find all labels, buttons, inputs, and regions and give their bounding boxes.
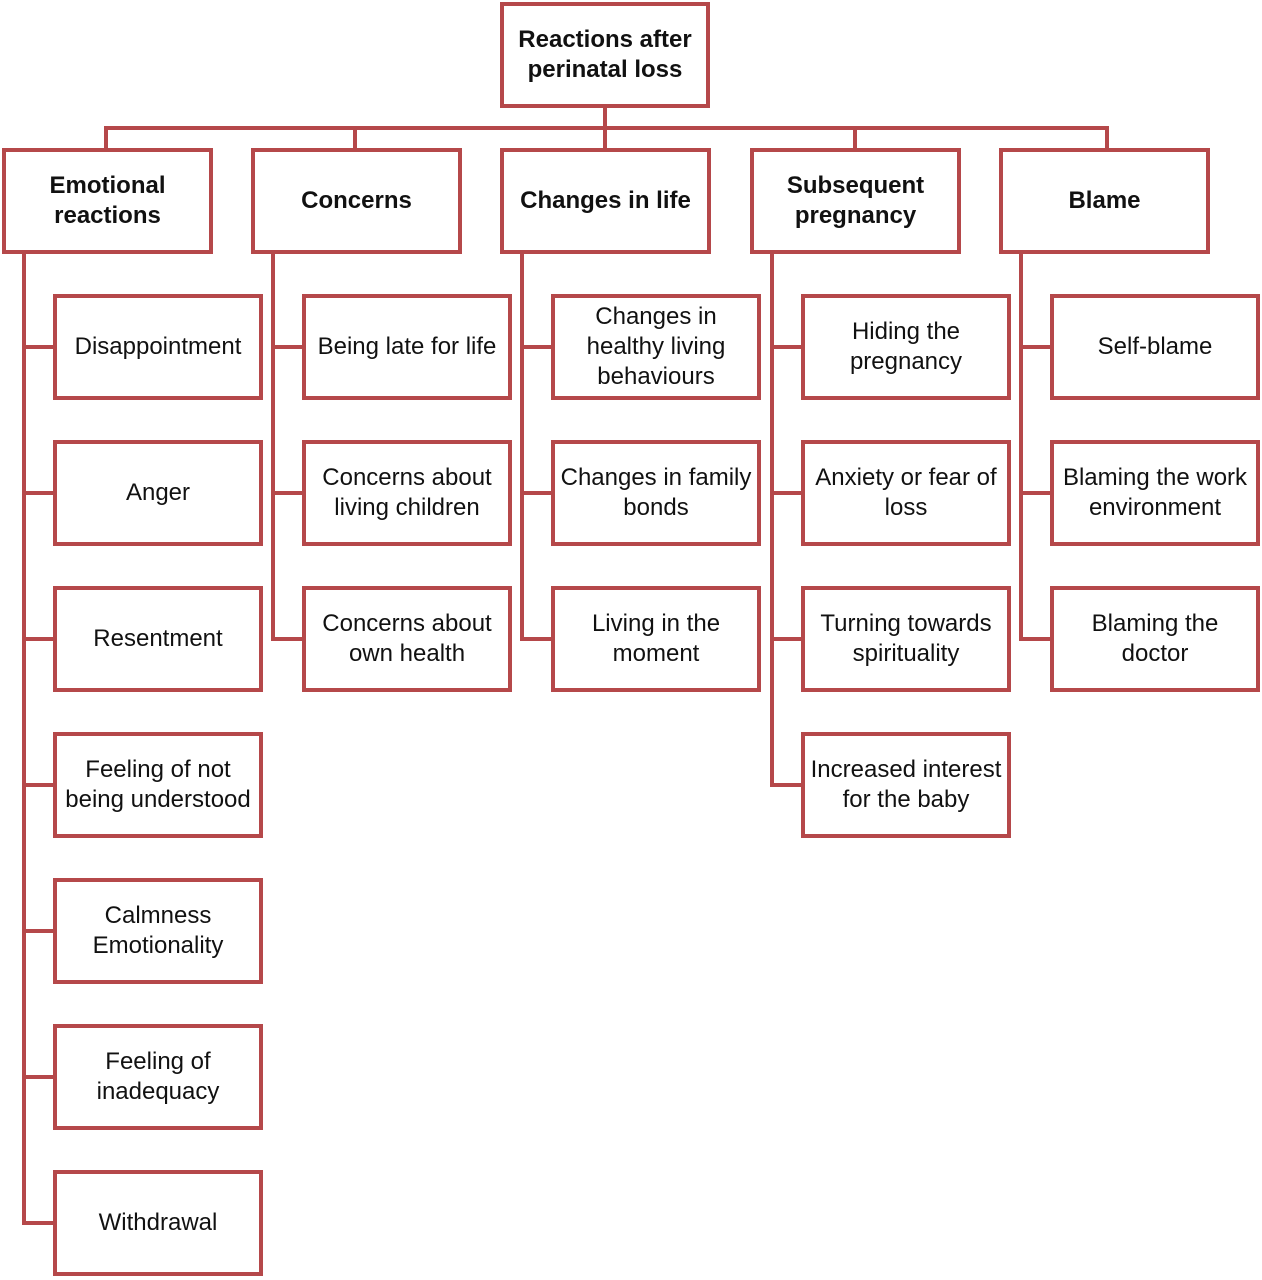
leaf-label: Being late for life	[317, 333, 497, 360]
leaf-label: Hiding the pregnancy	[849, 318, 963, 375]
leaf-resentment: Resentment	[53, 586, 263, 692]
category-label: Changes in life	[520, 187, 691, 214]
leaf-concerns-own-health: Concerns about own health	[302, 586, 512, 692]
leaf-interest-for-the-baby: Increased interest for the baby	[801, 732, 1011, 838]
leaf-hiding-the-pregnancy: Hiding the pregnancy	[801, 294, 1011, 400]
category-blame: Blame	[999, 148, 1210, 254]
leaf-self-blame: Self-blame	[1050, 294, 1260, 400]
leaf-calmness-emotionality: Calmness Emotionality	[53, 878, 263, 984]
category-label: Emotional reactions	[49, 172, 166, 229]
leaf-label: Anxiety or fear of loss	[815, 464, 997, 521]
root-node: Reactions after perinatal loss	[500, 2, 710, 108]
leaf-anxiety-fear-of-loss: Anxiety or fear of loss	[801, 440, 1011, 546]
leaf-feeling-not-understood: Feeling of not being understood	[53, 732, 263, 838]
leaf-label: Changes in family bonds	[560, 464, 752, 521]
leaf-label: Disappointment	[74, 333, 242, 360]
category-label: Blame	[1068, 187, 1141, 214]
leaf-label: Feeling of inadequacy	[96, 1048, 220, 1105]
leaf-label: Feeling of not being understood	[65, 756, 251, 813]
leaf-label: Blaming the work environment	[1062, 464, 1248, 521]
leaf-label: Living in the moment	[591, 610, 721, 667]
leaf-label: Calmness Emotionality	[92, 902, 224, 959]
category-subsequent-pregnancy: Subsequent pregnancy	[750, 148, 961, 254]
leaf-label: Changes in healthy living behaviours	[586, 303, 726, 390]
category-concerns: Concerns	[251, 148, 462, 254]
leaf-label: Withdrawal	[98, 1209, 218, 1236]
leaf-anger: Anger	[53, 440, 263, 546]
leaf-family-bonds: Changes in family bonds	[551, 440, 761, 546]
root-label: Reactions after perinatal loss	[518, 26, 692, 83]
leaf-label: Anger	[125, 479, 191, 506]
leaf-label: Resentment	[93, 625, 223, 652]
leaf-blaming-the-doctor: Blaming the doctor	[1050, 586, 1260, 692]
category-label: Concerns	[301, 187, 412, 214]
leaf-label: Increased interest for the baby	[810, 756, 1002, 813]
leaf-healthy-living-behaviours: Changes in healthy living behaviours	[551, 294, 761, 400]
category-label: Subsequent pregnancy	[786, 172, 925, 229]
leaf-label: Concerns about own health	[322, 610, 492, 667]
category-emotional-reactions: Emotional reactions	[2, 148, 213, 254]
leaf-label: Concerns about living children	[322, 464, 492, 521]
leaf-living-in-the-moment: Living in the moment	[551, 586, 761, 692]
leaf-turning-towards-spirituality: Turning towards spirituality	[801, 586, 1011, 692]
leaf-blaming-work-environment: Blaming the work environment	[1050, 440, 1260, 546]
leaf-being-late-for-life: Being late for life	[302, 294, 512, 400]
leaf-label: Self-blame	[1097, 333, 1213, 360]
leaf-concerns-living-children: Concerns about living children	[302, 440, 512, 546]
leaf-label: Turning towards spirituality	[820, 610, 992, 667]
category-changes-in-life: Changes in life	[500, 148, 711, 254]
leaf-feeling-of-inadequacy: Feeling of inadequacy	[53, 1024, 263, 1130]
leaf-label: Blaming the doctor	[1091, 610, 1219, 667]
leaf-disappointment: Disappointment	[53, 294, 263, 400]
leaf-withdrawal: Withdrawal	[53, 1170, 263, 1276]
